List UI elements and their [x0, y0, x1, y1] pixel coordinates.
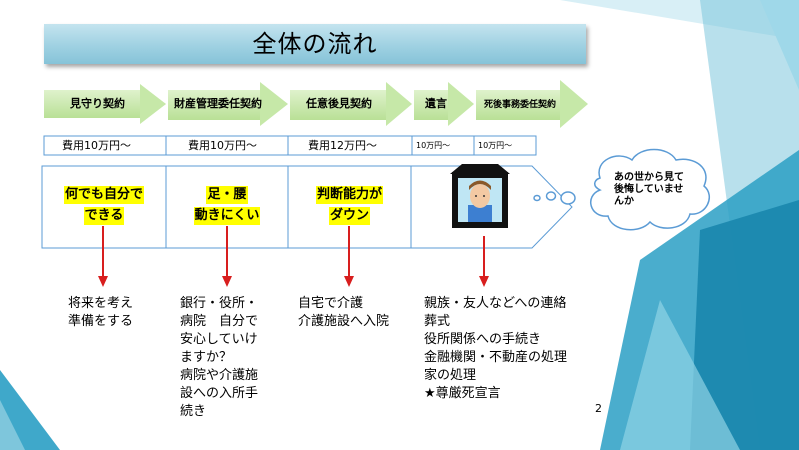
page-number: 2 — [595, 402, 602, 415]
cost-zaisan: 費用10万円～ — [188, 139, 257, 152]
stage-arrow-5 — [476, 90, 562, 120]
cost-mimamori: 費用10万円～ — [62, 139, 131, 152]
stage-arrow-3 — [290, 90, 388, 120]
condition-nini-kouken: 判断能力が ダウン — [315, 186, 383, 225]
cost-row — [43, 135, 537, 156]
title-banner — [44, 24, 586, 64]
stage-arrow-5-head — [560, 80, 588, 128]
stage-arrow-1 — [44, 90, 166, 118]
description-nini-kouken: 自宅で介護 介護施設へ入院 — [298, 296, 390, 329]
stage-arrow-2 — [168, 90, 262, 120]
description-yuigon: 親族・友人などへの連絡 葬式 役所関係への手続き 金融機関・不動産の処理 家の処… — [424, 296, 568, 401]
cost-yuigon: 10万円～ — [416, 141, 451, 150]
condition-zaisan: 足・腰 動きにくい — [193, 186, 261, 225]
cost-nini-kouken: 費用12万円～ — [308, 139, 377, 152]
stage-arrow-1-head — [140, 84, 166, 124]
stage-arrow-4 — [414, 90, 450, 120]
stage-label-nini-kouken: 任意後見契約 — [306, 97, 372, 110]
condition-mimamori: 何でも自分で できる — [63, 186, 144, 225]
bubble-text: あの世から見て 後悔していませ んか — [614, 172, 684, 207]
thought-bubble — [533, 148, 710, 231]
stage-label-shigo-jimu: 死後事務委任契約 — [484, 100, 557, 110]
stage-label-yuigon: 遺言 — [425, 97, 447, 110]
description-zaisan: 銀行・役所・ 病院 自分で 安心していけ ますか？ 病院や介護施 設への入所手 … — [180, 296, 259, 419]
stage-arrow-3-head — [386, 82, 412, 126]
stage-label-zaisan: 財産管理委任契約 — [174, 97, 262, 110]
stage-arrow-2-head — [260, 82, 288, 126]
condition-row — [41, 165, 573, 249]
page-title: 全体の流れ — [252, 30, 378, 58]
stage-arrow-4-head — [448, 82, 474, 126]
description-mimamori: 将来を考え 準備をする — [68, 296, 134, 329]
portrait-icon — [450, 164, 510, 228]
stage-label-mimamori: 見守り契約 — [70, 97, 125, 110]
down-arrows — [98, 226, 489, 287]
cost-shigo-jimu: 10万円～ — [478, 141, 513, 150]
